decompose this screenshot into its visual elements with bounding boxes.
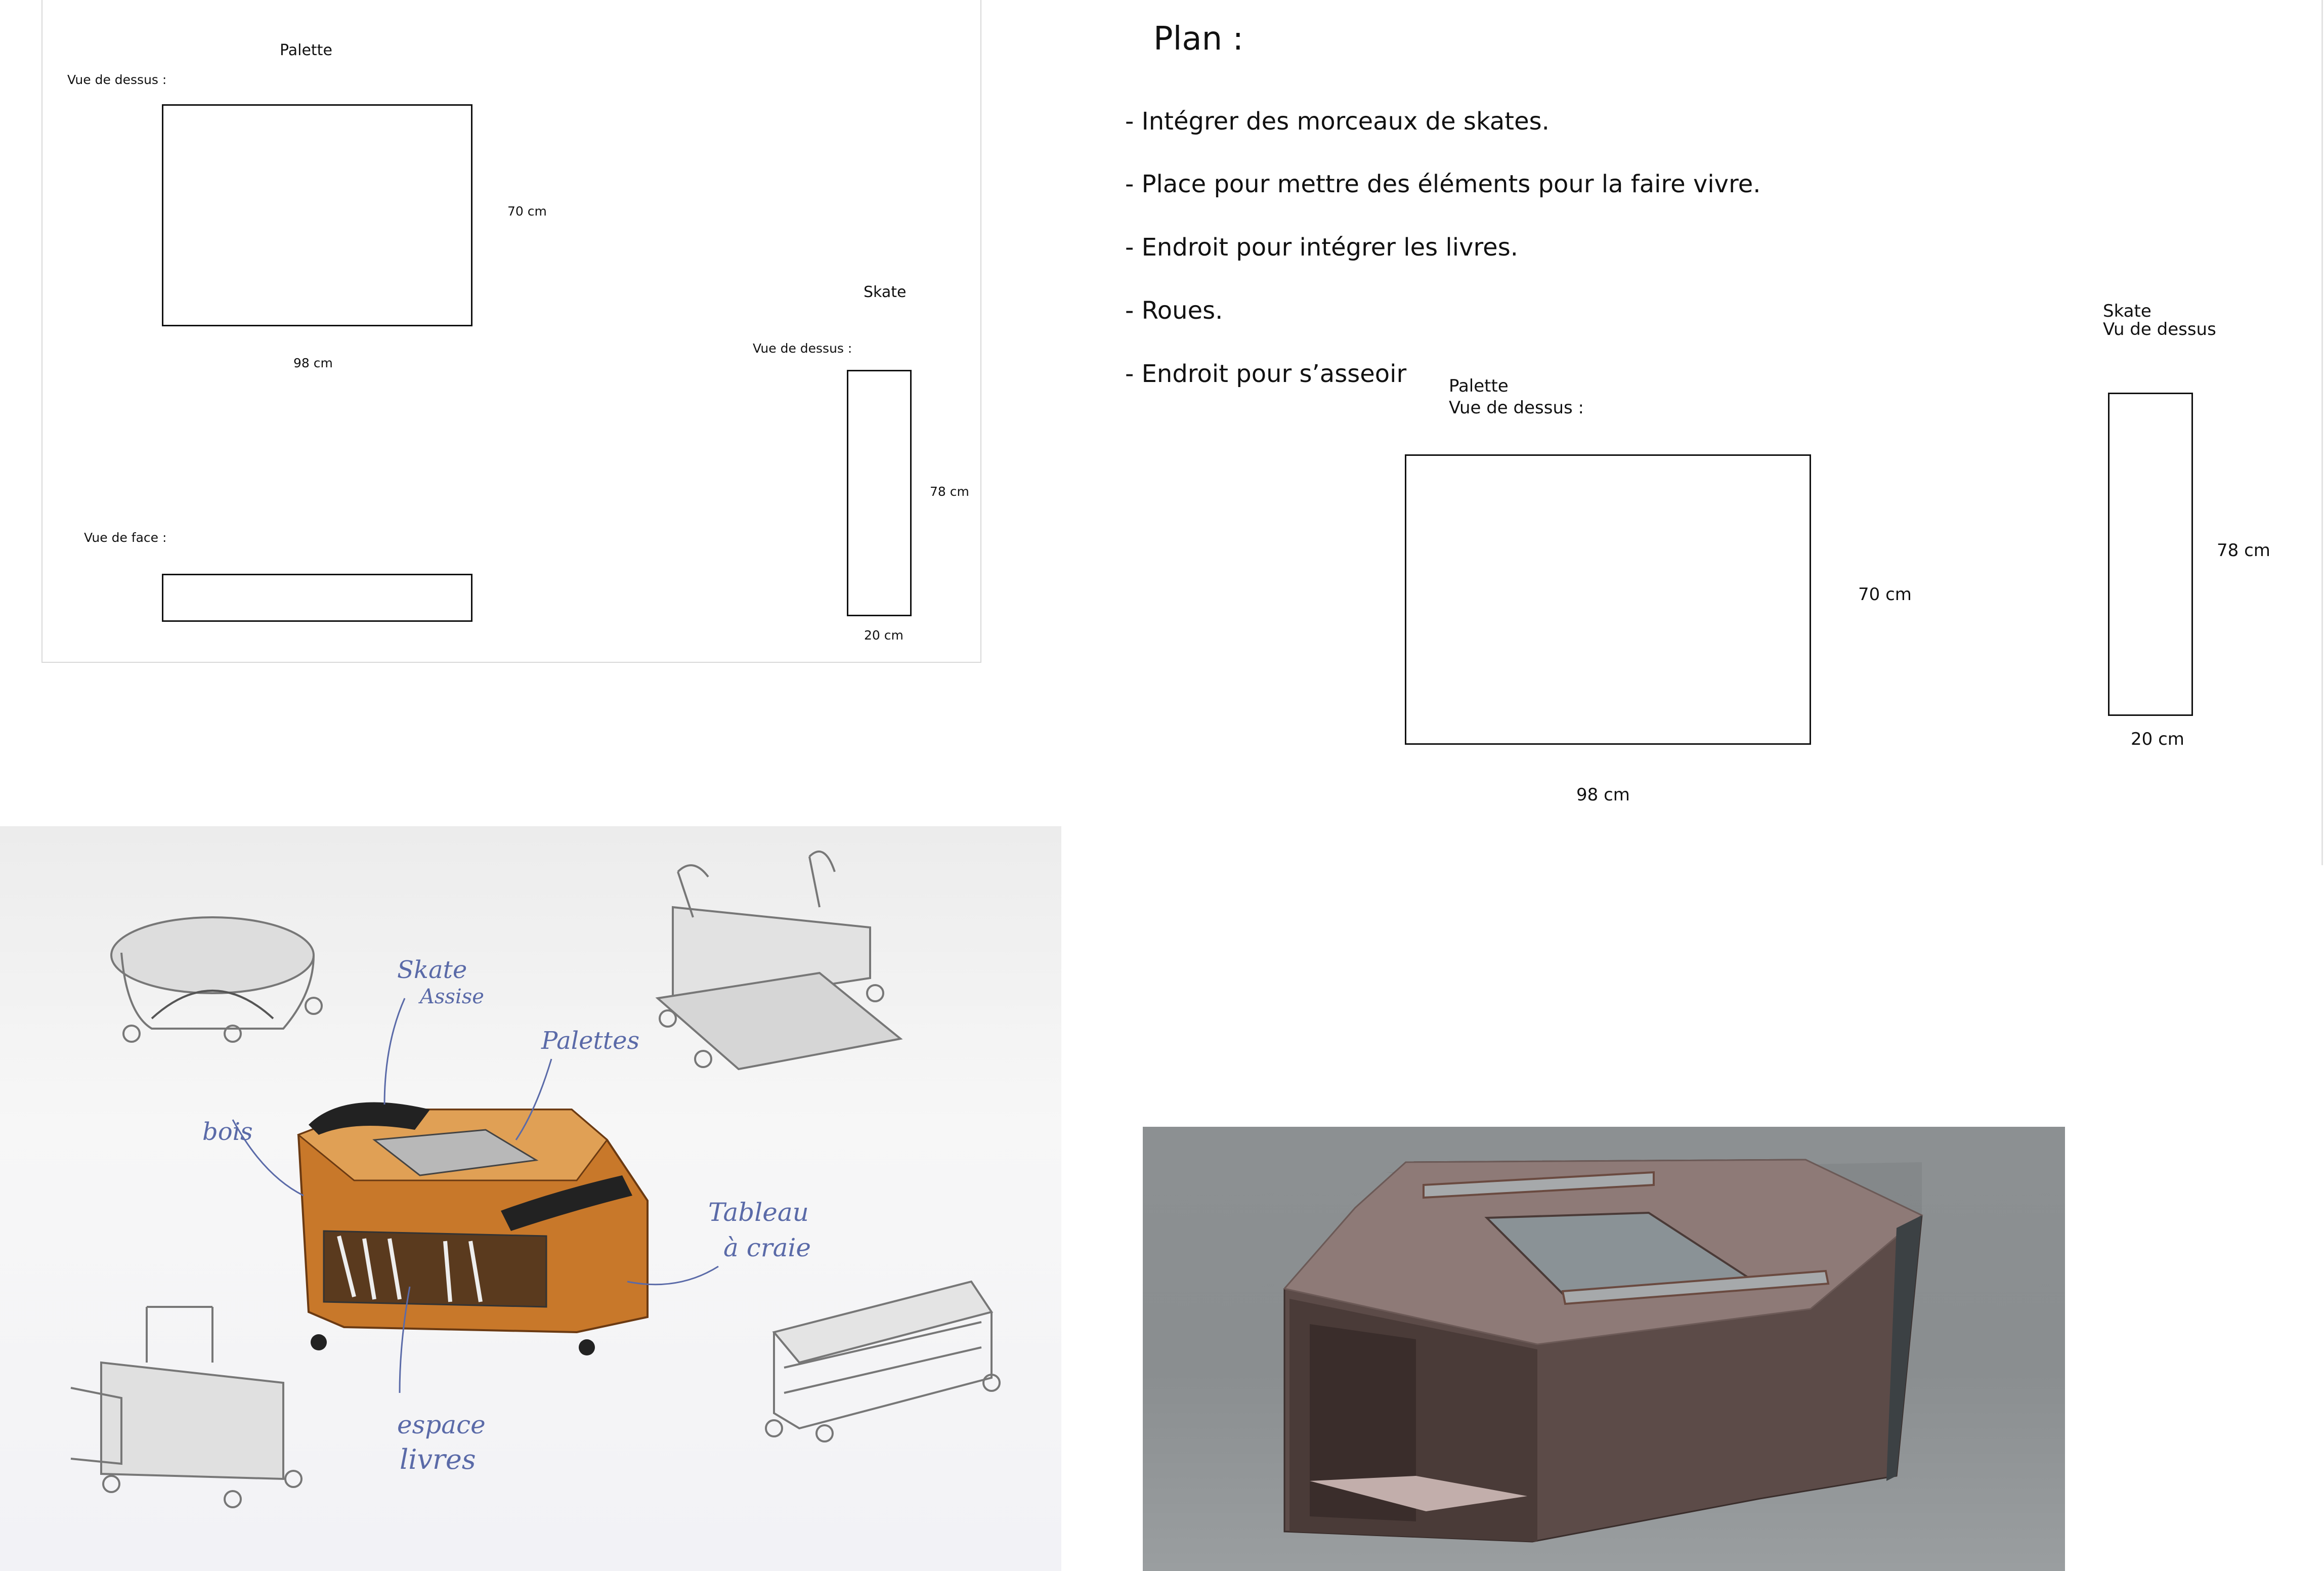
plan-palette-height: 70 cm	[1858, 584, 1912, 605]
annotation-a-craie: à craie	[723, 1233, 811, 1262]
plan-palette-width: 98 cm	[1576, 785, 1630, 805]
render-shelf-opening	[1310, 1324, 1416, 1521]
annotation-palettes: Palettes	[541, 1027, 639, 1055]
plan-title: Plan :	[1153, 20, 1244, 58]
skate-width-label: 20 cm	[864, 628, 903, 643]
hand-sketch-photo: Skate Assise Palettes bois Tableau à cra…	[0, 826, 1061, 1571]
plan-item-skates: - Intégrer des morceaux de skates.	[1125, 107, 1550, 136]
render-shelf	[1310, 1476, 1527, 1511]
annotation-bois: bois	[202, 1118, 253, 1146]
3d-render	[1143, 1127, 2065, 1571]
top-view-label: Vue de dessus :	[67, 72, 167, 87]
plan-item-seat: - Endroit pour s’asseoir	[1125, 360, 1407, 388]
skate-height-label: 78 cm	[930, 484, 969, 499]
render-skate-bottom	[1561, 1269, 1830, 1305]
plan-palette-title: Palette	[1449, 376, 1509, 396]
page-edge	[2321, 0, 2323, 865]
palette-width-label: 98 cm	[293, 356, 333, 370]
skate-view-label: Vue de dessus :	[753, 341, 852, 356]
plan-skate-height: 78 cm	[2217, 540, 2270, 561]
plan-skate-title: Skate	[2103, 301, 2151, 321]
palette-title: Palette	[280, 41, 332, 59]
sketch-drawing: Skate Assise Palettes bois Tableau à cra…	[70, 851, 1001, 1508]
plan-sheet-small	[41, 0, 981, 663]
palette-front-view-rect	[162, 574, 472, 622]
annotation-skate: Skate	[397, 956, 467, 984]
plan-item-books: - Endroit pour intégrer les livres.	[1125, 233, 1518, 262]
palette-top-view-rect	[162, 104, 472, 326]
sketch-annotation-lines	[232, 998, 719, 1393]
annotation-espace: espace	[397, 1410, 486, 1439]
plan-palette-rect	[1405, 454, 1811, 745]
annotation-tableau: Tableau	[708, 1198, 809, 1227]
plan-item-wheels: - Roues.	[1125, 296, 1223, 325]
annotation-livres: livres	[400, 1443, 476, 1475]
palette-height-label: 70 cm	[507, 204, 547, 219]
render-drawing	[1283, 1159, 1923, 1543]
annotation-assise: Assise	[418, 985, 484, 1008]
skate-top-view-rect	[847, 370, 912, 616]
plan-palette-view: Vue de dessus :	[1449, 398, 1584, 418]
sketch-variant-round	[110, 916, 323, 1043]
sketch-variant-bench-left	[70, 1306, 303, 1508]
plan-skate-width: 20 cm	[2131, 729, 2184, 749]
sketch-variant-bench-top	[655, 851, 903, 1071]
sketch-variant-bench-right	[765, 1280, 1001, 1442]
skate-title: Skate	[864, 283, 907, 301]
render-side-panel	[1886, 1215, 1922, 1481]
plan-skate-rect	[2108, 393, 2193, 716]
plan-item-elements: - Place pour mettre des éléments pour la…	[1125, 170, 1761, 198]
sketch-main-palette-table	[297, 1102, 649, 1355]
render-skate-top	[1423, 1171, 1655, 1199]
plan-skate-view: Vu de dessus	[2103, 319, 2216, 339]
front-view-label: Vue de face :	[84, 530, 167, 545]
